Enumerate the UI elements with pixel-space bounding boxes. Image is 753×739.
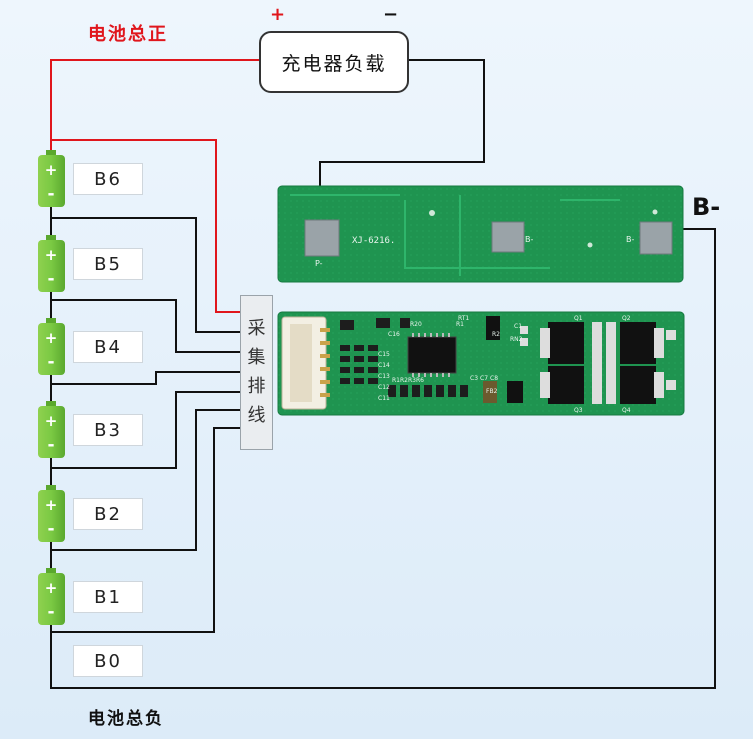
cell-label-b5: B5	[73, 248, 143, 280]
pack-positive-label: 电池总正	[88, 24, 168, 45]
red-wires	[50, 59, 259, 313]
pad-b-right-label: B-	[626, 235, 634, 244]
svg-text:+: +	[45, 246, 58, 264]
pcb-mark: RT1	[458, 315, 469, 322]
pcb-mark: R20	[410, 321, 422, 328]
pcb-mark: C14	[378, 362, 390, 369]
black-wires	[50, 59, 716, 689]
svg-text:-: -	[47, 184, 54, 204]
svg-text:-: -	[47, 352, 54, 372]
charger-load-box: 充电器负载	[259, 31, 409, 93]
pcb-mark: C8	[490, 375, 498, 382]
svg-text:+: +	[45, 579, 58, 597]
pad-p-label: P-	[315, 259, 323, 268]
battery-stack: + - + - + - + - + -	[38, 150, 65, 625]
pcb-mark: C12	[378, 384, 390, 391]
svg-text:-: -	[47, 602, 54, 622]
pcb-mark: C15	[378, 351, 390, 358]
sampling-harness: 采 集 排 线	[240, 295, 273, 450]
b3-tap	[51, 371, 240, 385]
pcb-top	[277, 185, 684, 283]
pcb-mark: R1R2R3R6	[392, 377, 424, 384]
b5-tap	[51, 217, 240, 333]
svg-text:-: -	[47, 435, 54, 455]
pcb-mark: C11	[378, 395, 390, 402]
svg-text:-: -	[47, 269, 54, 289]
cell-label-b2: B2	[73, 498, 143, 530]
svg-text:+: +	[45, 161, 58, 179]
mosfets	[520, 322, 676, 404]
pad-b-minus-right	[639, 221, 673, 255]
pcb-mark: C16	[388, 331, 400, 338]
battery-b3: + -	[38, 401, 65, 458]
protection-ic	[407, 336, 457, 374]
b6-sample-wire-red	[51, 139, 240, 313]
pad-p-minus	[304, 219, 340, 257]
pcb-mark: C13	[378, 373, 390, 380]
cell-label-b1: B1	[73, 581, 143, 613]
battery-b6: + -	[38, 150, 65, 207]
svg-text:+: +	[45, 412, 58, 430]
pcb-mark: Q4	[622, 407, 631, 414]
cell-label-b0: B0	[73, 645, 143, 677]
svg-text:+: +	[45, 496, 58, 514]
pcb-bottom	[277, 311, 685, 416]
b-minus-wire	[50, 228, 716, 689]
pcb-mark: Q3	[574, 407, 583, 414]
pcb-mark: C1	[514, 323, 522, 330]
pcb-mark: Q2	[622, 315, 631, 322]
pad-b-mid-label: B-	[525, 235, 533, 244]
sampler-char-3: 排	[247, 376, 266, 397]
pcb-mark: R2	[492, 331, 500, 338]
sampler-char-2: 集	[247, 347, 266, 368]
svg-text:-: -	[47, 519, 54, 539]
charger-load-label: 充电器负载	[281, 52, 387, 75]
cell-label-b6: B6	[73, 163, 143, 195]
pack-positive-wire	[50, 59, 259, 150]
pcb-mark: RN2	[510, 336, 523, 343]
pcb-mark: FB2	[486, 388, 498, 395]
pcb-mark: Q1	[574, 315, 583, 322]
battery-b5: + -	[38, 235, 65, 292]
b1-tap	[51, 409, 240, 551]
b0-tap	[51, 427, 240, 633]
b-minus-label: B-	[692, 193, 721, 221]
load-negative-wire	[319, 59, 485, 225]
pad-b-minus-mid	[491, 221, 525, 253]
pcb-mark: C3	[470, 375, 478, 382]
battery-b1: + -	[38, 568, 65, 625]
battery-b2: + -	[38, 485, 65, 542]
board-model-text: XJ-6216.	[352, 236, 395, 246]
sampler-char-4: 线	[247, 405, 266, 426]
b2-tap	[51, 391, 240, 469]
pcb-mark: R1	[456, 321, 464, 328]
pack-negative-label: 电池总负	[88, 709, 164, 729]
b4-tap	[51, 299, 240, 353]
battery-b4: + -	[38, 318, 65, 375]
load-plus-sign: +	[270, 4, 286, 25]
cell-label-b4: B4	[73, 331, 143, 363]
pcb-mark: C7	[480, 375, 488, 382]
svg-text:+: +	[45, 329, 58, 347]
sampler-char-1: 采	[247, 318, 266, 339]
load-minus-sign: −	[383, 4, 399, 25]
cell-label-b3: B3	[73, 414, 143, 446]
